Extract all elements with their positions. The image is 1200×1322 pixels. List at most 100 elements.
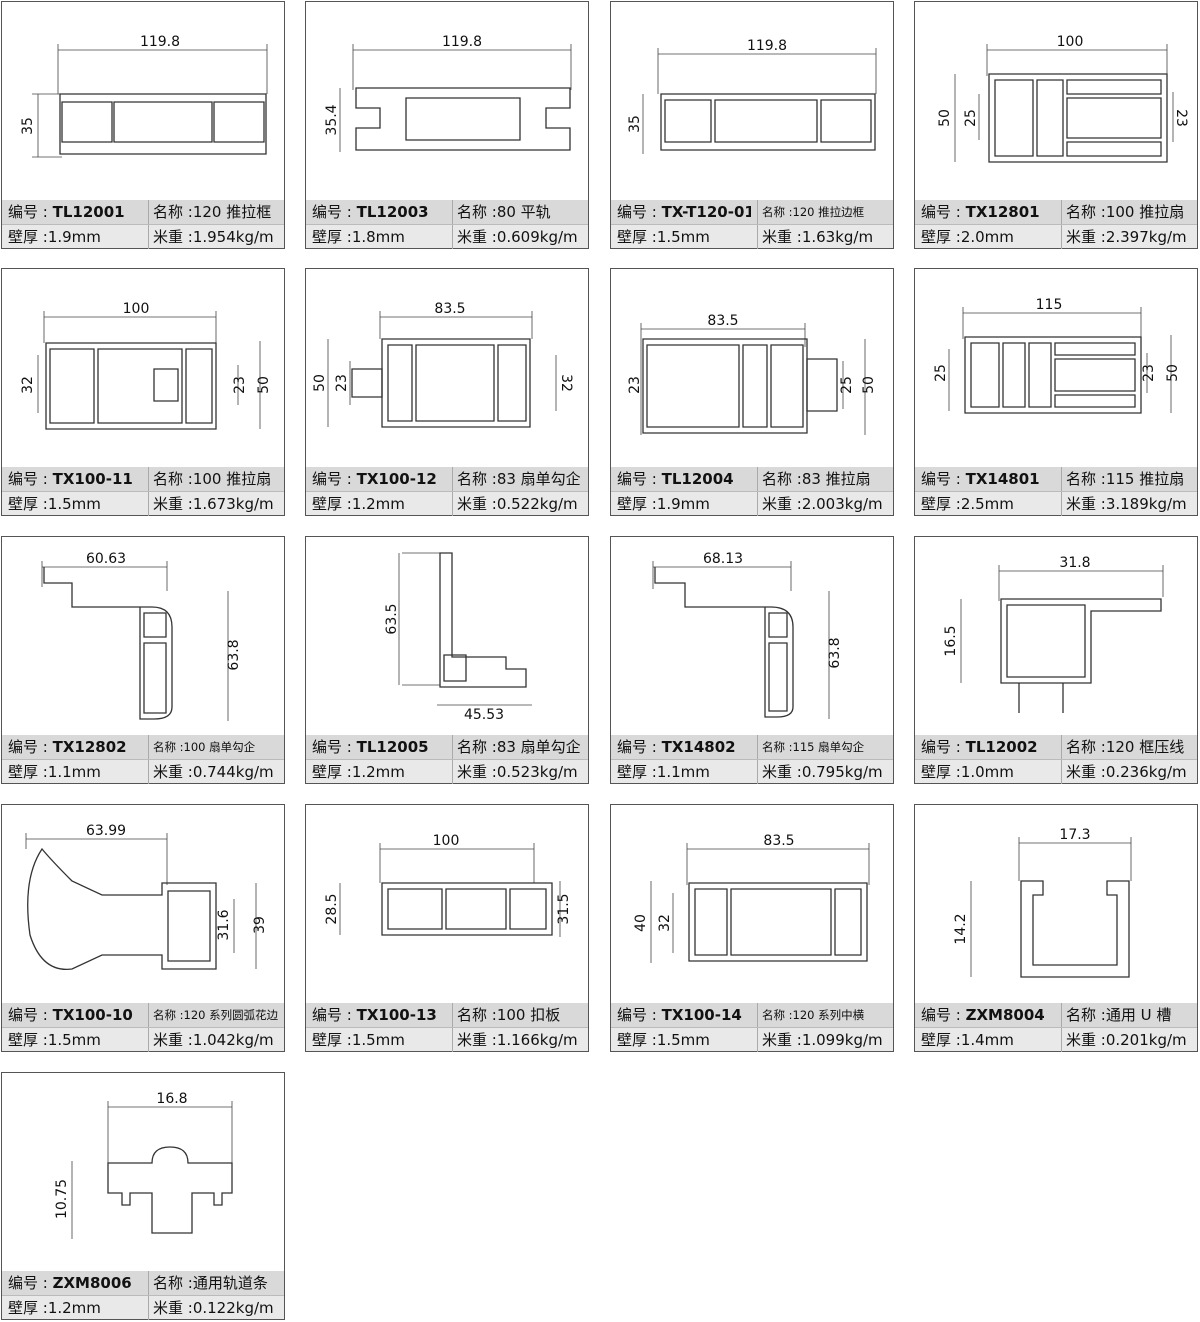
dimension-label: 40: [633, 914, 649, 932]
weight-label: 米重 :: [762, 763, 802, 781]
code-label: 编号 :: [312, 470, 352, 488]
wall-label: 壁厚 :: [617, 1031, 657, 1049]
profile-outline: [27, 847, 217, 971]
profile-spec-table: 编号 : TX14801 名称 :115 推拉扇 壁厚 :2.5mm 米重 :3…: [915, 467, 1197, 516]
profile-cross-section-svg: 115 25 23 50: [933, 297, 1181, 414]
name-cell: 名称 :120 系列圆弧花边: [148, 1003, 284, 1027]
wall-cell: 壁厚 :1.8mm: [312, 225, 446, 249]
profile-code: TX14801: [965, 470, 1040, 488]
profile-drawing: 63.5 45.53: [306, 537, 588, 734]
spec-row-code-name: 编号 : TX12801 名称 :100 推拉扇: [915, 200, 1197, 224]
weight-label: 米重 :: [457, 228, 497, 246]
name-cell: 名称 :120 推拉边框: [757, 200, 893, 224]
profile-code: TX100-10: [52, 1006, 133, 1024]
spec-row-wall-weight: 壁厚 :1.0mm 米重 :0.236kg/m: [915, 759, 1197, 784]
dimension-label: 17.3: [1059, 827, 1090, 843]
spec-row-wall-weight: 壁厚 :1.5mm 米重 :1.63kg/m: [611, 224, 893, 249]
meter-weight: 0.609kg/m: [496, 228, 578, 246]
weight-cell: 米重 :1.954kg/m: [148, 225, 284, 249]
code-cell: 编号 : ZXM8004: [921, 1003, 1055, 1027]
profile-name: 83 扇单勾企: [496, 470, 581, 488]
weight-label: 米重 :: [153, 495, 193, 513]
spec-row-code-name: 编号 : TL12001 名称 :120 推拉框: [2, 200, 284, 224]
code-label: 编号 :: [312, 203, 352, 221]
meter-weight: 0.201kg/m: [1105, 1031, 1187, 1049]
weight-cell: 米重 :1.042kg/m: [148, 1028, 284, 1052]
code-cell: 编号 : TX100-11: [8, 467, 142, 491]
profile-outline: [660, 93, 876, 151]
code-cell: 编号 : TX-T120-01: [617, 200, 751, 224]
profile-cross-section-svg: 119.8 35.4: [324, 34, 572, 152]
code-label: 编号 :: [8, 1006, 48, 1024]
meter-weight: 0.522kg/m: [496, 495, 578, 513]
profile-outline: [994, 79, 1162, 157]
name-cell: 名称 :115 推拉扇: [1061, 467, 1197, 491]
name-label: 名称 :: [153, 203, 193, 221]
name-label: 名称 :: [153, 740, 184, 754]
weight-label: 米重 :: [762, 228, 802, 246]
dimension-label: 50: [256, 376, 272, 394]
spec-row-wall-weight: 壁厚 :1.5mm 米重 :1.042kg/m: [2, 1027, 284, 1052]
meter-weight: 1.166kg/m: [496, 1031, 578, 1049]
dimension-label: 25: [933, 364, 949, 382]
profile-card: 16.8 10.75 编号 : ZXM8006 名称 :通用轨道条: [1, 1072, 285, 1320]
profile-drawing: 17.3 14.2: [915, 805, 1197, 1002]
profile-drawing: 31.8 16.5: [915, 537, 1197, 734]
spec-row-code-name: 编号 : TX100-14 名称 :120 系列中横: [611, 1003, 893, 1027]
code-cell: 编号 : TX12801: [921, 200, 1055, 224]
profile-outline: [1006, 604, 1086, 678]
profile-card: 68.13 63.8 编号 : TX14802 名称 :115 扇单勾企: [610, 536, 894, 784]
profile-name: 120 推拉边框: [792, 205, 865, 219]
meter-weight: 2.003kg/m: [801, 495, 883, 513]
name-cell: 名称 :80 平轨: [452, 200, 588, 224]
dimension-label: 50: [1165, 364, 1181, 382]
wall-cell: 壁厚 :1.5mm: [8, 492, 142, 516]
spec-row-code-name: 编号 : TX100-11 名称 :100 推拉扇: [2, 467, 284, 491]
wall-label: 壁厚 :: [312, 495, 352, 513]
profile-outline: [1000, 598, 1162, 684]
name-label: 名称 :: [1066, 470, 1106, 488]
spec-row-wall-weight: 壁厚 :1.5mm 米重 :1.166kg/m: [306, 1027, 588, 1052]
profile-name: 100 推拉扇: [192, 470, 272, 488]
wall-thickness: 1.2mm: [351, 763, 405, 781]
wall-cell: 壁厚 :1.9mm: [617, 492, 751, 516]
wall-label: 壁厚 :: [8, 1031, 48, 1049]
weight-label: 米重 :: [457, 763, 497, 781]
dimension-label: 31.6: [216, 909, 232, 940]
weight-label: 米重 :: [1066, 763, 1106, 781]
code-cell: 编号 : TL12001: [8, 200, 142, 224]
name-cell: 名称 :通用轨道条: [148, 1271, 284, 1295]
dimension-label: 14.2: [953, 913, 969, 944]
dimension-label: 32: [657, 914, 673, 932]
wall-thickness: 1.5mm: [351, 1031, 405, 1049]
wall-thickness: 1.0mm: [960, 763, 1014, 781]
dimension-label: 63.99: [86, 823, 126, 839]
code-cell: 编号 : TX14802: [617, 735, 751, 759]
name-cell: 名称 :100 扇单勾企: [148, 735, 284, 759]
dimension-label: 68.13: [703, 551, 743, 567]
spec-row-wall-weight: 壁厚 :1.9mm 米重 :1.954kg/m: [2, 224, 284, 249]
weight-cell: 米重 :0.795kg/m: [757, 760, 893, 784]
wall-cell: 壁厚 :1.2mm: [8, 1296, 142, 1320]
profile-outline: [143, 612, 167, 714]
wall-thickness: 1.2mm: [47, 1299, 101, 1317]
name-label: 名称 :: [762, 740, 793, 754]
profile-card: 119.8 35 编号 : TL12001 名称 :120 推拉框: [1, 1, 285, 249]
spec-row-wall-weight: 壁厚 :1.8mm 米重 :0.609kg/m: [306, 224, 588, 249]
code-label: 编号 :: [617, 470, 657, 488]
name-label: 名称 :: [457, 1006, 497, 1024]
wall-label: 壁厚 :: [8, 495, 48, 513]
spec-row-wall-weight: 壁厚 :2.5mm 米重 :3.189kg/m: [915, 491, 1197, 516]
profile-outline: [381, 338, 531, 428]
code-cell: 编号 : TL12004: [617, 467, 751, 491]
code-label: 编号 :: [312, 1006, 352, 1024]
profile-outline: [964, 336, 1142, 414]
spec-row-wall-weight: 壁厚 :1.9mm 米重 :2.003kg/m: [611, 491, 893, 516]
code-label: 编号 :: [8, 1274, 48, 1292]
dimension-label: 100: [123, 301, 150, 317]
dimension-label: 28.5: [324, 893, 340, 924]
profile-code: TX100-11: [52, 470, 133, 488]
profile-card: 100 32 23 50 编号 : TX100-11 名称 :100 推拉扇: [1, 268, 285, 516]
name-label: 名称 :: [762, 1008, 793, 1022]
code-label: 编号 :: [617, 738, 657, 756]
